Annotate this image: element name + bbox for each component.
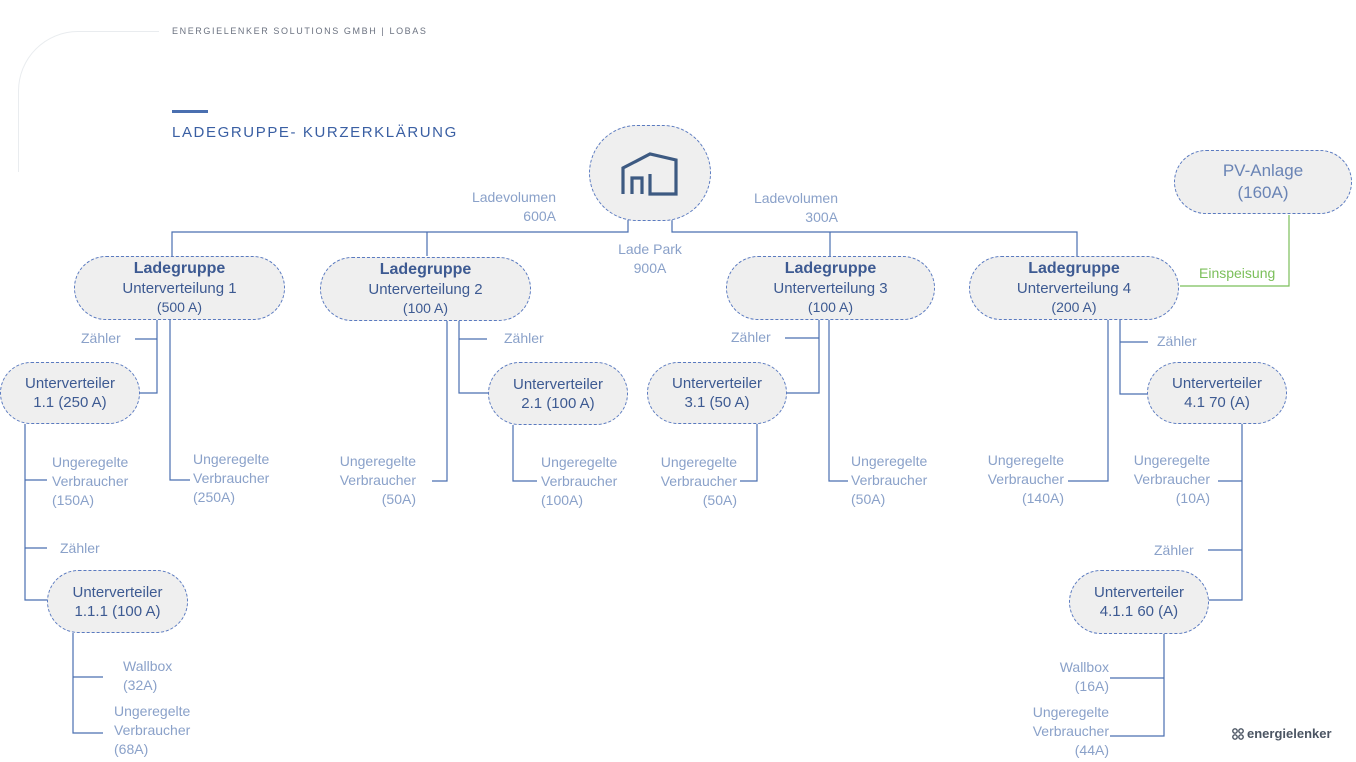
zaehler-label-2: Zähler	[504, 330, 544, 346]
lade-park-node	[589, 125, 711, 221]
zaehler-label-6: Zähler	[1154, 542, 1194, 558]
title-accent-bar	[172, 110, 208, 113]
logo-icon	[1232, 728, 1244, 740]
page-title: LADEGRUPPE- KURZERKLÄRUNG	[172, 124, 458, 141]
zaehler-label-1: Zähler	[81, 330, 121, 346]
energielenker-logo: energielenker	[1232, 726, 1332, 742]
einspeisung-label: Einspeisung	[1199, 265, 1276, 281]
pv-anlage-node: PV-Anlage(160A)	[1174, 150, 1352, 214]
wallbox-label-1-1-1: Wallbox(32A)	[123, 658, 173, 693]
logo-text: energielenker	[1247, 726, 1332, 741]
company-header: ENERGIELENKER SOLUTIONS GMBH | LOBAS	[172, 26, 428, 36]
decorative-corner	[18, 31, 159, 172]
zaehler-label-3: Zähler	[731, 329, 771, 345]
wallbox-label-4-1-1: Wallbox(16A)	[1059, 659, 1109, 694]
building-icon	[621, 152, 678, 196]
zaehler-label-4: Zähler	[1157, 333, 1197, 349]
zaehler-label-5: Zähler	[60, 540, 100, 556]
